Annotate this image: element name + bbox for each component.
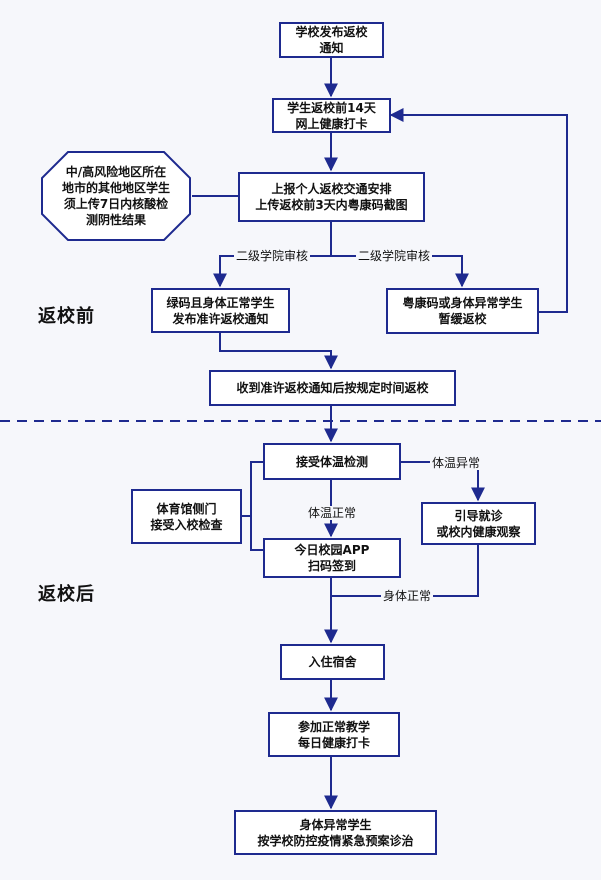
node-return-on-time: 收到准许返校通知后按规定时间返校 xyxy=(209,370,456,406)
node-notice: 学校发布返校 通知 xyxy=(279,22,384,58)
node-emergency-plan: 身体异常学生 按学校防控疫情紧急预案诊治 xyxy=(234,810,437,855)
node-green-code-ok: 绿码且身体正常学生 发布准许返校通知 xyxy=(151,288,290,333)
node-report-transport: 上报个人返校交通安排 上传返校前3天内粤康码截图 xyxy=(238,172,425,222)
edge-suspend-loop xyxy=(389,108,568,313)
edge-label-body-normal: 身体正常 xyxy=(381,589,434,603)
node-temp-check: 接受体温检测 xyxy=(263,443,401,480)
edge-gym-bracket xyxy=(242,461,263,551)
risk-area-note: 中/高风险地区所在 地市的其他地区学生 须上传7日内核酸检 测阴性结果 xyxy=(61,165,170,227)
node-gym-gate: 体育馆侧门 接受入校检查 xyxy=(131,489,242,544)
node-health-checkin-online: 学生返校前14天 网上健康打卡 xyxy=(272,98,391,133)
node-abnormal-suspend: 粤康码或身体异常学生 暂缓返校 xyxy=(386,288,539,334)
node-guide-clinic: 引导就诊 或校内健康观察 xyxy=(421,502,536,545)
section-after-label: 返校后 xyxy=(38,584,95,605)
section-before-label: 返校前 xyxy=(38,306,95,327)
edge-label-temp-abnormal: 体温异常 xyxy=(430,456,483,470)
edge-label-review-left: 二级学院审核 xyxy=(234,249,311,263)
edge-clinic-to-main xyxy=(331,545,479,597)
edge-green-to-return xyxy=(219,333,338,370)
node-app-scan: 今日校园APP 扫码签到 xyxy=(263,538,401,578)
edge-label-review-right: 二级学院审核 xyxy=(356,249,433,263)
risk-area-octagon xyxy=(41,151,191,241)
edge-label-temp-normal: 体温正常 xyxy=(306,506,359,520)
node-normal-teaching: 参加正常教学 每日健康打卡 xyxy=(268,712,400,757)
node-dorm: 入住宿舍 xyxy=(280,644,385,680)
